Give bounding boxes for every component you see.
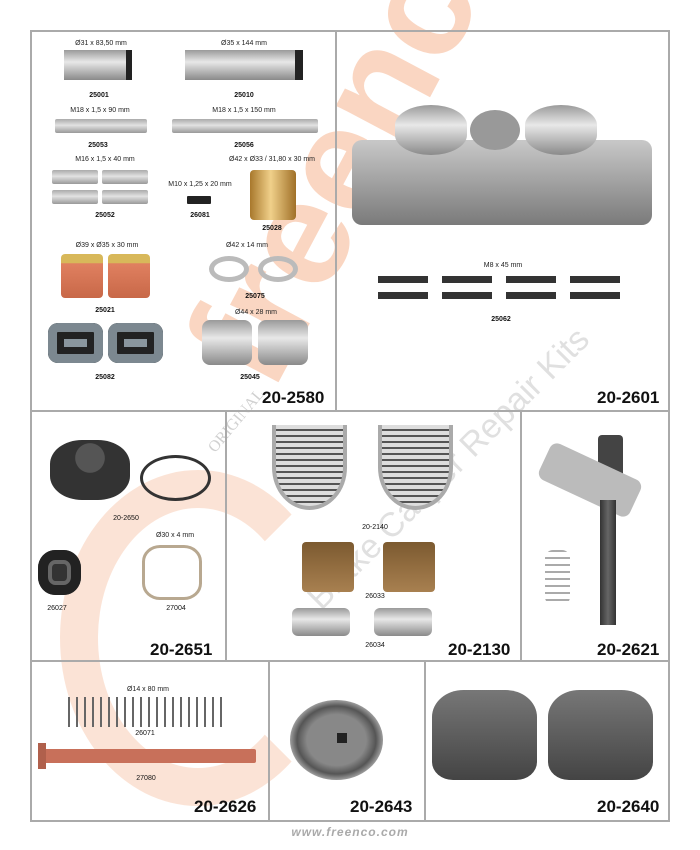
kit-code: 20-2621 <box>597 640 660 659</box>
cover-tab-image <box>337 733 347 743</box>
part-dim: Ø35 x 144 mm <box>221 40 267 47</box>
footer-website-link[interactable]: www.freenco.com <box>291 825 409 839</box>
part-code: 26027 <box>47 605 67 612</box>
cap-image <box>258 320 308 365</box>
seal-image <box>48 323 103 363</box>
shaft-image <box>600 500 616 625</box>
ring-image <box>209 256 249 282</box>
gear-image <box>525 105 597 155</box>
kit-code: 20-2651 <box>150 640 213 659</box>
part-code: 27080 <box>136 775 156 782</box>
shaft-head-image <box>38 743 46 769</box>
bolt-image <box>102 170 148 184</box>
ring-image <box>142 545 202 600</box>
cover-plate-image <box>290 700 383 780</box>
cap-image <box>202 320 252 365</box>
bronze-shell-image <box>383 542 435 592</box>
part-code: 25075 <box>245 293 265 300</box>
part-code: 25001 <box>89 92 109 99</box>
gear-image <box>470 110 520 150</box>
tappet-image <box>548 690 653 780</box>
part-dim: Ø42 x Ø33 / 31,80 x 30 mm <box>229 156 315 163</box>
caliper-mechanism-image <box>352 140 652 225</box>
needle-bearing-image <box>272 425 347 510</box>
kit-code: 20-2580 <box>262 388 325 407</box>
kit-code: 20-2643 <box>350 797 413 816</box>
spring-image <box>68 697 228 727</box>
kit-code: 20-2626 <box>194 797 257 816</box>
needle-bearing-image <box>378 425 453 510</box>
part-code: 20-2650 <box>113 515 139 522</box>
part-code: 25062 <box>491 316 511 323</box>
part-code: 26033 <box>365 593 385 600</box>
tappet-image <box>432 690 537 780</box>
part-code: 25021 <box>95 307 115 314</box>
part-dim: Ø30 x 4 mm <box>155 532 195 539</box>
bushing-image <box>61 254 103 298</box>
bronze-shell-image <box>302 542 354 592</box>
part-dim: M8 x 45 mm <box>483 262 523 269</box>
part-code: 26081 <box>190 212 210 219</box>
seal-image <box>108 323 163 363</box>
gear-image <box>395 105 467 155</box>
part-dim: Ø14 x 80 mm <box>126 686 170 693</box>
pin-image <box>374 608 432 636</box>
part-code: 25010 <box>234 92 254 99</box>
bolt-image <box>102 190 148 204</box>
retaining-ring-image <box>140 455 211 501</box>
part-code: 25028 <box>262 225 282 232</box>
bronze-bushing-image <box>250 170 296 220</box>
shaft-image <box>38 749 256 763</box>
part-code: 25052 <box>95 212 115 219</box>
bolt-image <box>55 119 147 133</box>
part-dim: M18 x 1,5 x 150 mm <box>212 107 276 114</box>
part-dim: Ø44 x 28 mm <box>234 309 278 316</box>
pin-image <box>292 608 350 636</box>
part-code: 20-2140 <box>362 524 388 531</box>
part-dim: M16 x 1,5 x 40 mm <box>75 156 135 163</box>
bolt-image <box>172 119 318 133</box>
part-dim: Ø42 x 14 mm <box>225 242 269 249</box>
guide-sleeve-image <box>185 50 303 80</box>
part-code: 26034 <box>365 642 385 649</box>
part-dim: Ø31 x 83,50 mm <box>75 40 127 47</box>
part-dim: M18 x 1,5 x 90 mm <box>70 107 130 114</box>
part-code: 27004 <box>166 605 186 612</box>
bushing-image <box>108 254 150 298</box>
part-dim: Ø39 x Ø35 x 30 mm <box>75 242 139 249</box>
part-code: 26071 <box>135 730 155 737</box>
kit-code: 20-2640 <box>597 797 660 816</box>
cap-with-ring-image <box>50 440 130 500</box>
ring-image <box>258 256 298 282</box>
bolt-set-image <box>378 276 623 308</box>
screw-image <box>187 196 211 204</box>
kit-code: 20-2130 <box>448 640 511 659</box>
part-code: 25053 <box>88 142 108 149</box>
guide-sleeve-image <box>64 50 132 80</box>
bolt-image <box>52 170 98 184</box>
part-code: 25082 <box>95 374 115 381</box>
part-dim: M10 x 1,25 x 20 mm <box>168 181 232 188</box>
part-code: 25056 <box>234 142 254 149</box>
catalog-grid <box>30 30 670 822</box>
seal-image <box>38 550 81 595</box>
part-code: 25045 <box>240 374 260 381</box>
kit-code: 20-2601 <box>597 388 660 407</box>
bolt-image <box>52 190 98 204</box>
spring-image <box>545 550 570 605</box>
